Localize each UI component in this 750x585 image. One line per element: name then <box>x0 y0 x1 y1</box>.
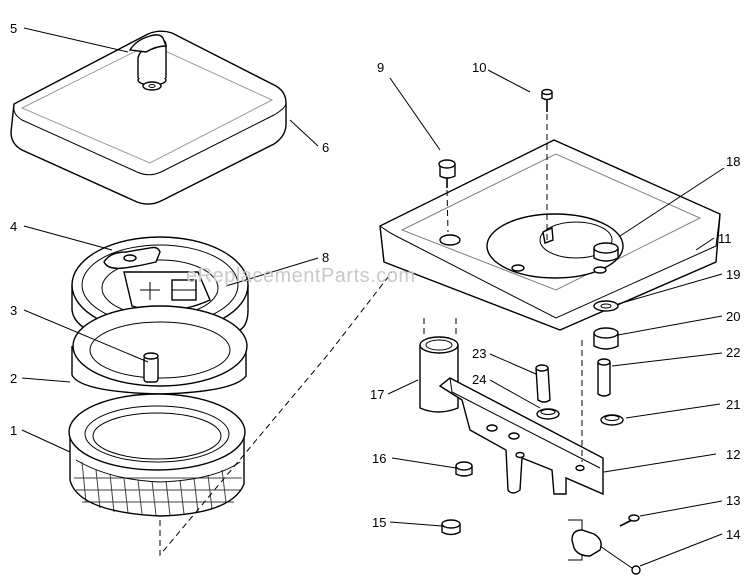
hose-23-part <box>535 364 551 403</box>
part-labels: 5 6 4 8 3 2 1 9 10 18 11 19 20 22 23 24 … <box>10 21 740 542</box>
wing-nut-part <box>103 246 161 270</box>
bracket-12-part <box>438 377 604 496</box>
part-label-14: 14 <box>726 527 740 542</box>
part-label-11: 11 <box>718 231 732 246</box>
part-label-12: 12 <box>726 447 740 462</box>
part-label-2: 2 <box>10 371 17 386</box>
part-label-15: 15 <box>372 515 386 530</box>
part-label-13: 13 <box>726 493 740 508</box>
assembly-centerline <box>159 271 393 557</box>
part-label-24: 24 <box>472 372 486 387</box>
stud-part <box>143 352 159 383</box>
washer-19-hole <box>600 303 612 309</box>
part-label-1: 1 <box>10 423 17 438</box>
knob-part <box>128 34 168 91</box>
nut-16-part <box>455 461 473 477</box>
part-label-9: 9 <box>377 60 384 75</box>
switch-14-part <box>568 519 641 575</box>
part-label-23: 23 <box>472 346 486 361</box>
part-label-5: 5 <box>10 21 17 36</box>
nut-15-part <box>441 519 461 536</box>
clamp-24-part <box>536 408 560 420</box>
filter-element-part <box>68 393 246 517</box>
tube-17-part <box>419 336 459 413</box>
washer-19-part <box>593 300 619 312</box>
part-label-6: 6 <box>322 140 329 155</box>
bolt-9-part <box>438 159 456 233</box>
hose-22-part <box>597 358 611 397</box>
nut-20-part <box>593 327 619 350</box>
screw-10-part <box>541 88 553 240</box>
clamp-21-part <box>600 414 624 426</box>
cover-part <box>10 30 287 205</box>
part-label-19: 19 <box>726 267 740 282</box>
cap-nut-part <box>593 242 619 262</box>
part-label-3: 3 <box>10 303 17 318</box>
part-label-4: 4 <box>10 219 17 234</box>
base-plate-part <box>379 139 721 331</box>
part-label-8: 8 <box>322 250 329 265</box>
part-label-10: 10 <box>472 60 486 75</box>
part-label-16: 16 <box>372 451 386 466</box>
precleaner-part <box>71 305 248 395</box>
watermark-text: eReplacementParts.com <box>186 265 415 287</box>
part-label-20: 20 <box>726 309 740 324</box>
screw-13-part <box>619 514 640 527</box>
part-label-22: 22 <box>726 345 740 360</box>
leader-lines <box>21 27 725 567</box>
part-label-17: 17 <box>370 387 384 402</box>
part-label-21: 21 <box>726 397 740 412</box>
part-label-18: 18 <box>726 154 740 169</box>
